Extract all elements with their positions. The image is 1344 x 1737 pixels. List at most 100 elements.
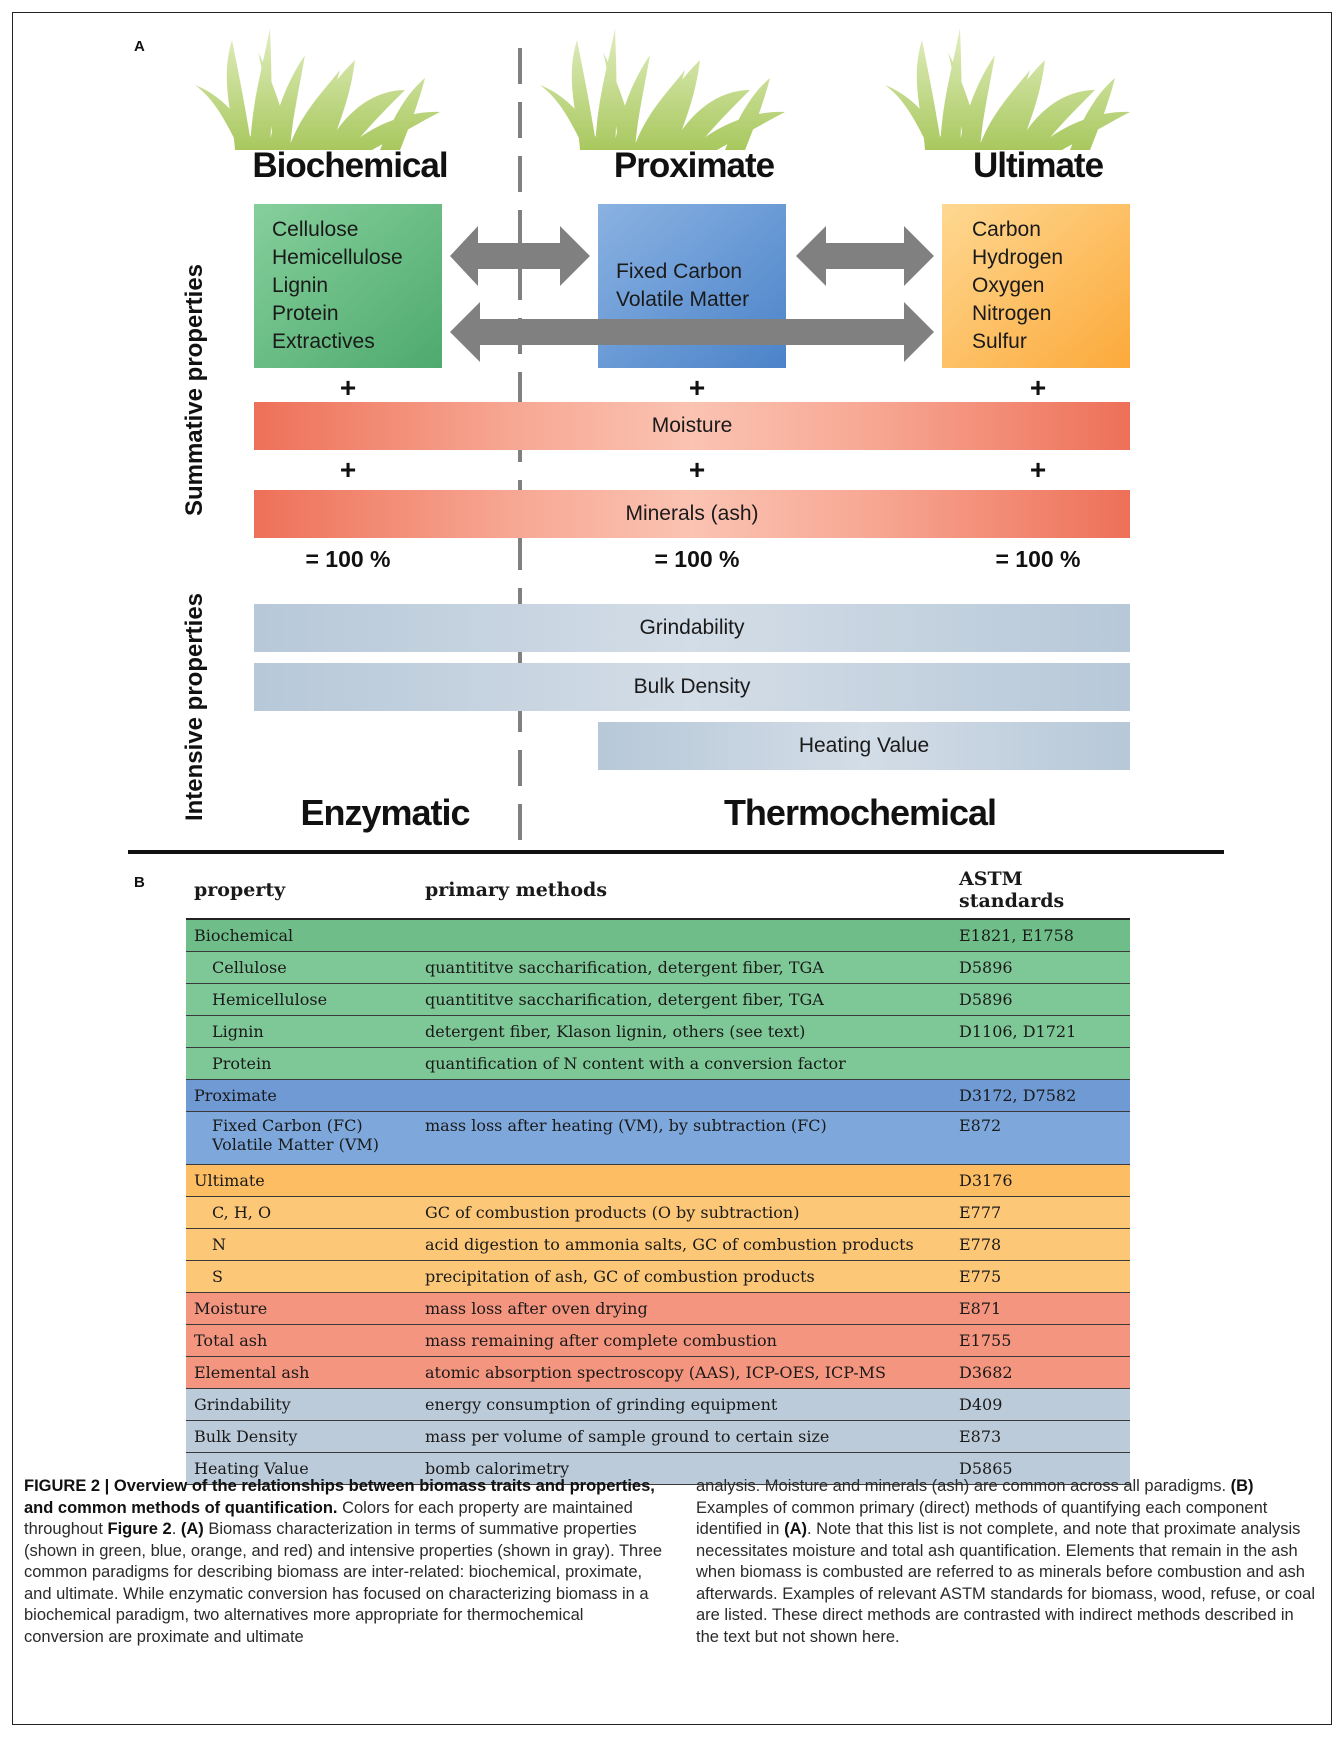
row-property: Ultimate bbox=[186, 1164, 417, 1197]
row-methods: detergent fiber, Klason lignin, others (… bbox=[417, 1015, 951, 1048]
row-methods: mass loss after heating (VM), by subtrac… bbox=[417, 1111, 951, 1165]
table-row: Cellulose quantititve saccharification, … bbox=[186, 951, 1130, 984]
row-astm: D5865 bbox=[951, 1452, 1130, 1485]
row-methods: mass remaining after complete combustion bbox=[417, 1324, 951, 1357]
minerals-label: Minerals (ash) bbox=[625, 502, 759, 525]
grass-icon-ultimate bbox=[885, 28, 1130, 150]
heating-value-bar: Heating Value bbox=[598, 722, 1130, 770]
row-property: Bulk Density bbox=[186, 1420, 417, 1453]
row-astm: D1106, D1721 bbox=[951, 1015, 1130, 1048]
row-astm: E873 bbox=[951, 1420, 1130, 1453]
row-methods: GC of combustion products (O by subtract… bbox=[417, 1196, 951, 1229]
row-property: Elemental ash bbox=[186, 1356, 417, 1389]
item-protein: Protein bbox=[272, 302, 339, 325]
row-astm: E872 bbox=[951, 1111, 1130, 1165]
item-lignin: Lignin bbox=[272, 274, 329, 297]
row-methods bbox=[417, 1079, 951, 1112]
row-methods bbox=[417, 919, 951, 952]
row-property: Total ash bbox=[186, 1324, 417, 1357]
panel-divider bbox=[128, 850, 1224, 854]
caption-text: . Note that this list is not complete, a… bbox=[696, 1520, 1316, 1646]
biochemical-title: Biochemical bbox=[252, 146, 448, 185]
row-methods: mass per volume of sample ground to cert… bbox=[417, 1420, 951, 1453]
item-volatile-matter: Volatile Matter bbox=[616, 288, 750, 311]
row-methods bbox=[417, 1164, 951, 1197]
row-methods: quantititve saccharification, detergent … bbox=[417, 951, 951, 984]
row-property-line: Volatile Matter (VM) bbox=[212, 1135, 379, 1154]
table-row: Moisture mass loss after oven drying E87… bbox=[186, 1292, 1130, 1325]
bulk-density-label: Bulk Density bbox=[633, 675, 751, 698]
caption-figure-ref: Figure 2 bbox=[107, 1520, 172, 1538]
table-header-row: property primary methods ASTM standards bbox=[186, 862, 1130, 920]
grindability-bar: Grindability bbox=[254, 604, 1130, 652]
table-row: Total ash mass remaining after complete … bbox=[186, 1324, 1130, 1357]
row-astm: E1755 bbox=[951, 1324, 1130, 1357]
row-methods: acid digestion to ammonia salts, GC of c… bbox=[417, 1228, 951, 1261]
row-methods: atomic absorption spectroscopy (AAS), IC… bbox=[417, 1356, 951, 1389]
row-methods: precipitation of ash, GC of combustion p… bbox=[417, 1260, 951, 1293]
caption-column-left: FIGURE 2 | Overview of the relationships… bbox=[24, 1476, 664, 1648]
item-oxygen: Oxygen bbox=[972, 274, 1045, 297]
row-astm: D409 bbox=[951, 1388, 1130, 1421]
percent-biochemical: = 100 % bbox=[305, 546, 391, 572]
biochemical-items: Cellulose Hemicellulose Lignin Protein E… bbox=[272, 216, 432, 356]
header-astm: ASTM standards bbox=[951, 862, 1130, 920]
caption-panel-ref: (A) bbox=[784, 1520, 807, 1538]
double-arrow-prox-ult bbox=[796, 226, 934, 286]
row-astm: D5896 bbox=[951, 951, 1130, 984]
heating-value-label: Heating Value bbox=[798, 734, 930, 757]
table-row: Elemental ash atomic absorption spectros… bbox=[186, 1356, 1130, 1389]
plus-sign: + bbox=[688, 454, 706, 485]
table-row: Proximate D3172, D7582 bbox=[186, 1079, 1130, 1112]
thermochemical-label: Thermochemical bbox=[723, 792, 997, 833]
moisture-label: Moisture bbox=[651, 414, 733, 437]
double-arrow-bio-prox bbox=[450, 226, 590, 286]
bulk-density-bar: Bulk Density bbox=[254, 663, 1130, 711]
header-property: property bbox=[186, 862, 417, 920]
row-astm bbox=[951, 1047, 1130, 1080]
item-fixed-carbon: Fixed Carbon bbox=[616, 260, 743, 283]
plus-sign: + bbox=[688, 372, 706, 403]
row-methods: energy consumption of grinding equipment bbox=[417, 1388, 951, 1421]
caption-text: Biomass characterization in terms of sum… bbox=[24, 1520, 663, 1646]
ultimate-box bbox=[942, 204, 1130, 368]
caption-title: Overview of the relationships between bi… bbox=[24, 1477, 655, 1517]
row-property: Hemicellulose bbox=[186, 983, 417, 1016]
row-astm: D5896 bbox=[951, 983, 1130, 1016]
caption-text: analysis. Moisture and minerals (ash) ar… bbox=[696, 1477, 1227, 1495]
table-row: N acid digestion to ammonia salts, GC of… bbox=[186, 1228, 1130, 1261]
row-methods: bomb calorimetry bbox=[417, 1452, 951, 1485]
plus-sign: + bbox=[1029, 454, 1047, 485]
table-row: Heating Value bomb calorimetry D5865 bbox=[186, 1452, 1130, 1485]
row-property: Cellulose bbox=[186, 951, 417, 984]
item-sulfur: Sulfur bbox=[972, 330, 1027, 353]
percent-ultimate: = 100 % bbox=[995, 546, 1081, 572]
methods-table: property primary methods ASTM standards … bbox=[186, 862, 1130, 1485]
row-methods: quantification of N content with a conve… bbox=[417, 1047, 951, 1080]
caption-label: FIGURE 2 | bbox=[24, 1477, 110, 1495]
table-row: S precipitation of ash, GC of combustion… bbox=[186, 1260, 1130, 1293]
item-hemicellulose: Hemicellulose bbox=[272, 246, 403, 269]
row-astm: E777 bbox=[951, 1196, 1130, 1229]
caption-panel-ref: (A) bbox=[180, 1520, 204, 1538]
biochemical-box bbox=[254, 204, 442, 368]
proximate-title: Proximate bbox=[613, 146, 775, 185]
table-row: Biochemical E1821, E1758 bbox=[186, 919, 1130, 952]
row-property: Proximate bbox=[186, 1079, 417, 1112]
table-row: Ultimate D3176 bbox=[186, 1164, 1130, 1197]
summative-properties-label: Summative properties bbox=[181, 263, 208, 517]
grass-icon-biochemical bbox=[195, 28, 440, 150]
row-astm: D3682 bbox=[951, 1356, 1130, 1389]
percent-proximate: = 100 % bbox=[654, 546, 740, 572]
grindability-label: Grindability bbox=[639, 616, 745, 639]
item-carbon: Carbon bbox=[972, 218, 1041, 241]
row-astm: E871 bbox=[951, 1292, 1130, 1325]
caption-panel-ref: (B) bbox=[1230, 1477, 1254, 1495]
row-property-line: Fixed Carbon (FC) bbox=[212, 1116, 363, 1135]
minerals-bar: Minerals (ash) bbox=[254, 490, 1130, 538]
proximate-items: Fixed Carbon Volatile Matter bbox=[616, 258, 786, 314]
header-methods: primary methods bbox=[417, 862, 951, 920]
double-arrow-bio-ult bbox=[450, 302, 934, 362]
row-astm: E778 bbox=[951, 1228, 1130, 1261]
figure-frame bbox=[12, 12, 1332, 1725]
